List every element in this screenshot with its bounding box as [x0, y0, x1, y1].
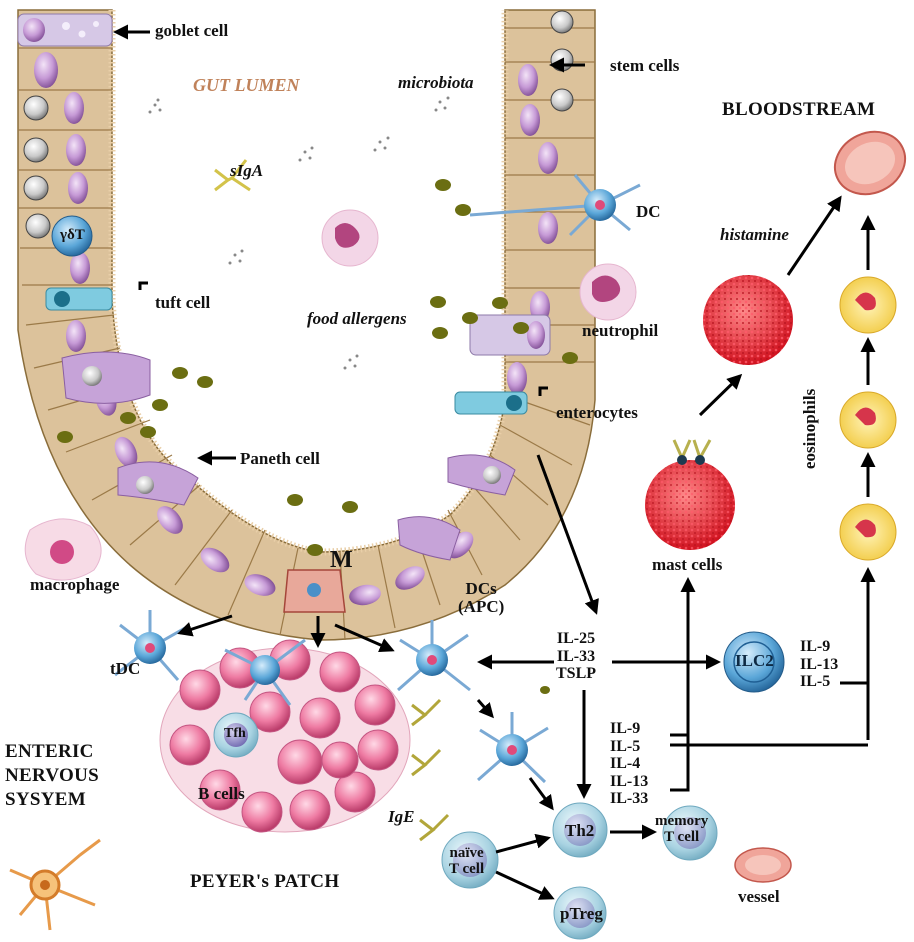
cytokines-ilc2: IL-9 IL-13 IL-5 [800, 638, 838, 691]
th2-cell [552, 802, 608, 858]
ige-antibodies [411, 698, 450, 842]
label-enteric: ENTERIC [5, 741, 94, 762]
label-dcs-apc: DCs (APC) [458, 580, 504, 616]
histamine-granules [703, 275, 793, 365]
label-memory-tcell: T cell [664, 828, 700, 845]
label-naive-t-cell: naïve T cell [449, 845, 485, 878]
label-nervous: NERVOUS [5, 764, 99, 786]
label-histamine: histamine [720, 225, 789, 244]
microbiota-clusters [148, 96, 450, 370]
label-peyers-patch: PEYER's PATCH [190, 871, 340, 892]
red-blood-cell [833, 130, 907, 196]
cytokines-th2: IL-9 IL-5 IL-4 IL-13 IL-33 [610, 720, 648, 808]
label-gut-lumen: GUT LUMEN [193, 75, 300, 95]
paneth-cells [61, 351, 516, 561]
cytokine-il5-th2: IL-5 [610, 737, 641, 755]
label-enteric-nervous-system: ENTERIC NERVOUS SYSYEM [5, 740, 99, 811]
vessel-icon [734, 847, 792, 883]
label-microbiota: microbiota [398, 73, 474, 92]
label-b-cells: B cells [198, 784, 245, 803]
macrophage-cell [24, 518, 102, 581]
label-dc: DC [636, 202, 661, 221]
label-dcs: DCs [465, 579, 497, 598]
label-macrophage: macrophage [30, 575, 120, 594]
naive-t-cell [441, 831, 499, 889]
label-apc: (APC) [458, 596, 505, 616]
label-eosinophils: eosinophils [800, 388, 820, 470]
allergen-particles [57, 179, 578, 694]
cytokine-il33: IL-33 [556, 647, 596, 665]
label-tdc: tDC [110, 659, 141, 678]
label-th2: Th2 [565, 821, 595, 840]
cytokine-il9-ilc2: IL-9 [800, 638, 831, 655]
cytokine-tslp: TSLP [556, 665, 597, 683]
dc-lumen [469, 174, 641, 237]
label-m-cell: M [330, 547, 353, 573]
cytokine-il4-th2: IL-4 [610, 755, 641, 773]
label-ptreg: pTreg [560, 904, 603, 923]
cytokine-il9-th2: IL-9 [610, 720, 641, 737]
dc-migrating-cell [477, 712, 549, 784]
cytokine-il13-ilc2: IL-13 [800, 655, 839, 673]
label-siga: sIgA [230, 161, 264, 180]
mast-cell [645, 439, 735, 550]
dc-apc-cell [397, 620, 471, 692]
gamma-delta-t-cell [51, 215, 93, 257]
label-mast-cells: mast cells [652, 555, 723, 574]
stem-cells-right [550, 10, 574, 112]
label-naive-tcell: T cell [449, 860, 485, 877]
cytokine-il5-ilc2: IL-5 [800, 673, 831, 691]
siga-antibody [214, 159, 251, 192]
label-stem-cells: stem cells [610, 56, 680, 75]
label-memory-t-cell: memory T cell [655, 813, 709, 846]
label-neutrophil: neutrophil [582, 321, 659, 340]
cytokine-il13-th2: IL-13 [610, 772, 649, 790]
label-ige: IgE [388, 807, 415, 826]
cytokine-il25: IL-25 [556, 630, 596, 647]
label-tuft-cell: tuft cell [155, 293, 211, 312]
intestinal-epithelium [17, 9, 596, 641]
label-enterocytes: enterocytes [556, 403, 638, 422]
label-food-allergens: food allergens [307, 309, 407, 328]
ilc2-cell [723, 631, 785, 693]
stem-cells-left [23, 95, 51, 239]
eosinophils-column [839, 276, 897, 561]
label-tfh: Tfh [224, 726, 246, 741]
memory-t-cell [662, 805, 718, 861]
cytokines-epithelial: IL-25 IL-33 TSLP [556, 630, 596, 683]
tdc-cell [114, 610, 186, 681]
neutrophil [579, 263, 637, 321]
label-naive: naïve [449, 845, 484, 861]
ptreg-cell [553, 886, 607, 940]
enteric-neuron [9, 838, 101, 931]
label-goblet-cell: goblet cell [155, 21, 229, 40]
cytokine-il33-th2: IL-33 [610, 790, 649, 808]
neutrophil-lumen [321, 209, 379, 267]
pathway-arrows [113, 24, 876, 900]
label-bloodstream: BLOODSTREAM [722, 99, 876, 120]
label-ilc2: ILC2 [735, 651, 774, 670]
label-sysyem: SYSYEM [5, 788, 86, 810]
label-paneth-cell: Paneth cell [240, 449, 320, 468]
peyers-patch-follicle [159, 638, 411, 833]
label-memory: memory [655, 813, 709, 829]
label-gamma-delta-t: γδT [60, 227, 85, 243]
label-vessel: vessel [738, 887, 780, 906]
